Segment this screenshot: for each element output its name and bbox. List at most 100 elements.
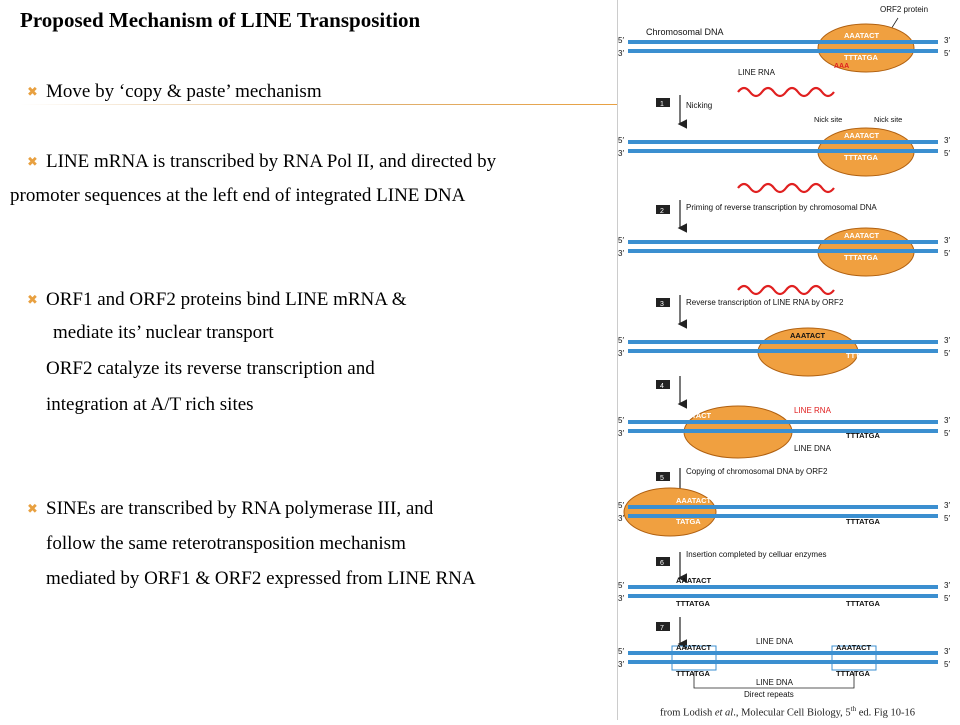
step-number: 4 <box>660 383 664 390</box>
bullet-marker-icon: ✖ <box>27 85 38 100</box>
dna-strand-top <box>628 140 938 144</box>
seq-bottom: TTTATGA <box>846 351 880 360</box>
bullet-marker-icon: ✖ <box>27 155 38 170</box>
caption-italic: et al <box>714 707 734 719</box>
seq-bottom: TTTATGA <box>846 517 880 526</box>
three-prime-label: 3′ <box>618 660 624 669</box>
line-rna-label: LINE RNA <box>794 406 832 415</box>
seq-bottom: TTTATGA <box>844 53 878 62</box>
step-label: Priming of reverse transcription by chro… <box>686 203 877 212</box>
step-label: Copying of chromosomal DNA by ORF2 <box>686 467 828 476</box>
step-badge <box>656 98 670 107</box>
bullet-text: integration at A/T rich sites <box>46 394 254 415</box>
dna-strand-bottom <box>628 49 938 53</box>
line-dna-label: LINE DNA <box>756 637 794 646</box>
bullet-text: SINEs are transcribed by RNA polymerase … <box>46 498 434 519</box>
direct-repeats-label: Direct repeats <box>744 690 794 699</box>
dna-strand-bottom <box>628 594 938 598</box>
direct-repeat-box <box>671 645 717 671</box>
seq-top: AAATACT <box>676 496 712 505</box>
step-badge <box>656 298 670 307</box>
five-prime-label: 5′ <box>618 416 624 425</box>
nick-site-label: Nick site <box>874 115 902 124</box>
caption-sup: th <box>850 705 857 713</box>
three-prime-label: 3′ <box>618 429 624 438</box>
bullet-text: Move by ‘copy & paste’ mechanism <box>46 81 322 102</box>
five-prime-label: 5′ <box>944 49 950 58</box>
five-prime-label: 5′ <box>618 501 624 510</box>
orf2-protein-shape <box>623 487 717 537</box>
seq-bottom: TTTATGA <box>836 669 870 678</box>
five-prime-label: 5′ <box>618 336 624 345</box>
bullet-text: follow the same reterotransposition mech… <box>46 533 406 554</box>
seq-top: AAATACT <box>676 643 712 652</box>
orf2-protein-shape <box>817 23 915 73</box>
dna-strand-top <box>628 585 938 589</box>
step-badge <box>656 472 670 481</box>
three-prime-label: 3′ <box>618 249 624 258</box>
five-prime-label: 5′ <box>944 429 950 438</box>
five-prime-label: 5′ <box>618 236 624 245</box>
three-prime-label: 3′ <box>944 136 950 145</box>
line-rna-strand <box>737 284 835 296</box>
five-prime-label: 5′ <box>618 36 624 45</box>
bullet-text: mediate its’ nuclear transport <box>53 322 274 343</box>
three-prime-label: 3′ <box>944 36 950 45</box>
seq-top: AAATACT <box>676 576 712 585</box>
seq-bottom: TATGA <box>676 517 701 526</box>
five-prime-label: 5′ <box>944 249 950 258</box>
bullet-text: LINE mRNA is transcribed by RNA Pol II, … <box>46 151 497 172</box>
three-prime-label: 3′ <box>944 416 950 425</box>
seq-top: AAATACT <box>844 231 880 240</box>
title-underline <box>20 104 620 105</box>
step-number: 7 <box>660 625 664 632</box>
caption-suffix: ed. Fig 10-16 <box>856 707 916 719</box>
seq-bottom: TTTATGA <box>844 253 878 262</box>
five-prime-label: 5′ <box>618 581 624 590</box>
three-prime-label: 3′ <box>944 236 950 245</box>
dna-strand-top <box>628 340 938 344</box>
bullet-text: mediated by ORF1 & ORF2 expressed from L… <box>46 568 476 589</box>
dna-strand-bottom <box>628 660 938 664</box>
three-prime-label: 3′ <box>618 349 624 358</box>
step-number: 6 <box>660 560 664 567</box>
five-prime-label: 5′ <box>944 149 950 158</box>
seq-top: AAATACT <box>676 411 712 420</box>
three-prime-label: 3′ <box>944 501 950 510</box>
seq-bottom: TTTATGA <box>846 431 880 440</box>
line-rna-label: LINE RNA <box>738 68 776 77</box>
seq-top: AAATACT <box>790 331 826 340</box>
dna-strand-bottom <box>628 149 938 153</box>
bullet-marker-icon: ✖ <box>27 293 38 308</box>
step-number: 3 <box>660 301 664 308</box>
dna-strand-top <box>628 420 938 424</box>
step-label: Nicking <box>686 101 712 110</box>
five-prime-label: 5′ <box>618 647 624 656</box>
direct-repeat-box <box>831 645 877 671</box>
five-prime-label: 5′ <box>944 514 950 523</box>
dna-strand-bottom <box>628 349 938 353</box>
seq-bottom: TTTATGA <box>844 153 878 162</box>
nick-site-label: Nick site <box>814 115 842 124</box>
seq-bottom: TTTATGA <box>676 599 710 608</box>
seq-bottom: TTTATGA <box>676 669 710 678</box>
seq-top: AAATACT <box>844 131 880 140</box>
chromosomal-dna-label: Chromosomal DNA <box>646 27 724 37</box>
dna-strand-top <box>628 240 938 244</box>
three-prime-label: 3′ <box>618 149 624 158</box>
bullet-text: promoter sequences at the left end of in… <box>10 185 466 206</box>
slide-title: Proposed Mechanism of LINE Transposition <box>20 8 421 32</box>
step-label: Insertion completed by celluar enzymes <box>686 550 827 559</box>
seq-bottom: TTTATGA <box>846 599 880 608</box>
five-prime-label: 5′ <box>944 349 950 358</box>
figure-caption: from Lodish et al., Molecular Cell Biolo… <box>660 705 915 719</box>
bullet-text: ORF2 catalyze its reverse transcription … <box>46 358 375 379</box>
line-rna-strand <box>737 182 835 194</box>
dna-strand-bottom <box>628 429 938 433</box>
mechanism-diagram: Chromosomal DNA ORF2 protein 5′ 3′ 3′ 5′… <box>618 5 950 699</box>
five-prime-label: 5′ <box>618 136 624 145</box>
five-prime-label: 5′ <box>944 660 950 669</box>
bullet-marker-icon: ✖ <box>27 502 38 517</box>
dna-strand-top <box>628 651 938 655</box>
step-number: 1 <box>660 101 664 108</box>
